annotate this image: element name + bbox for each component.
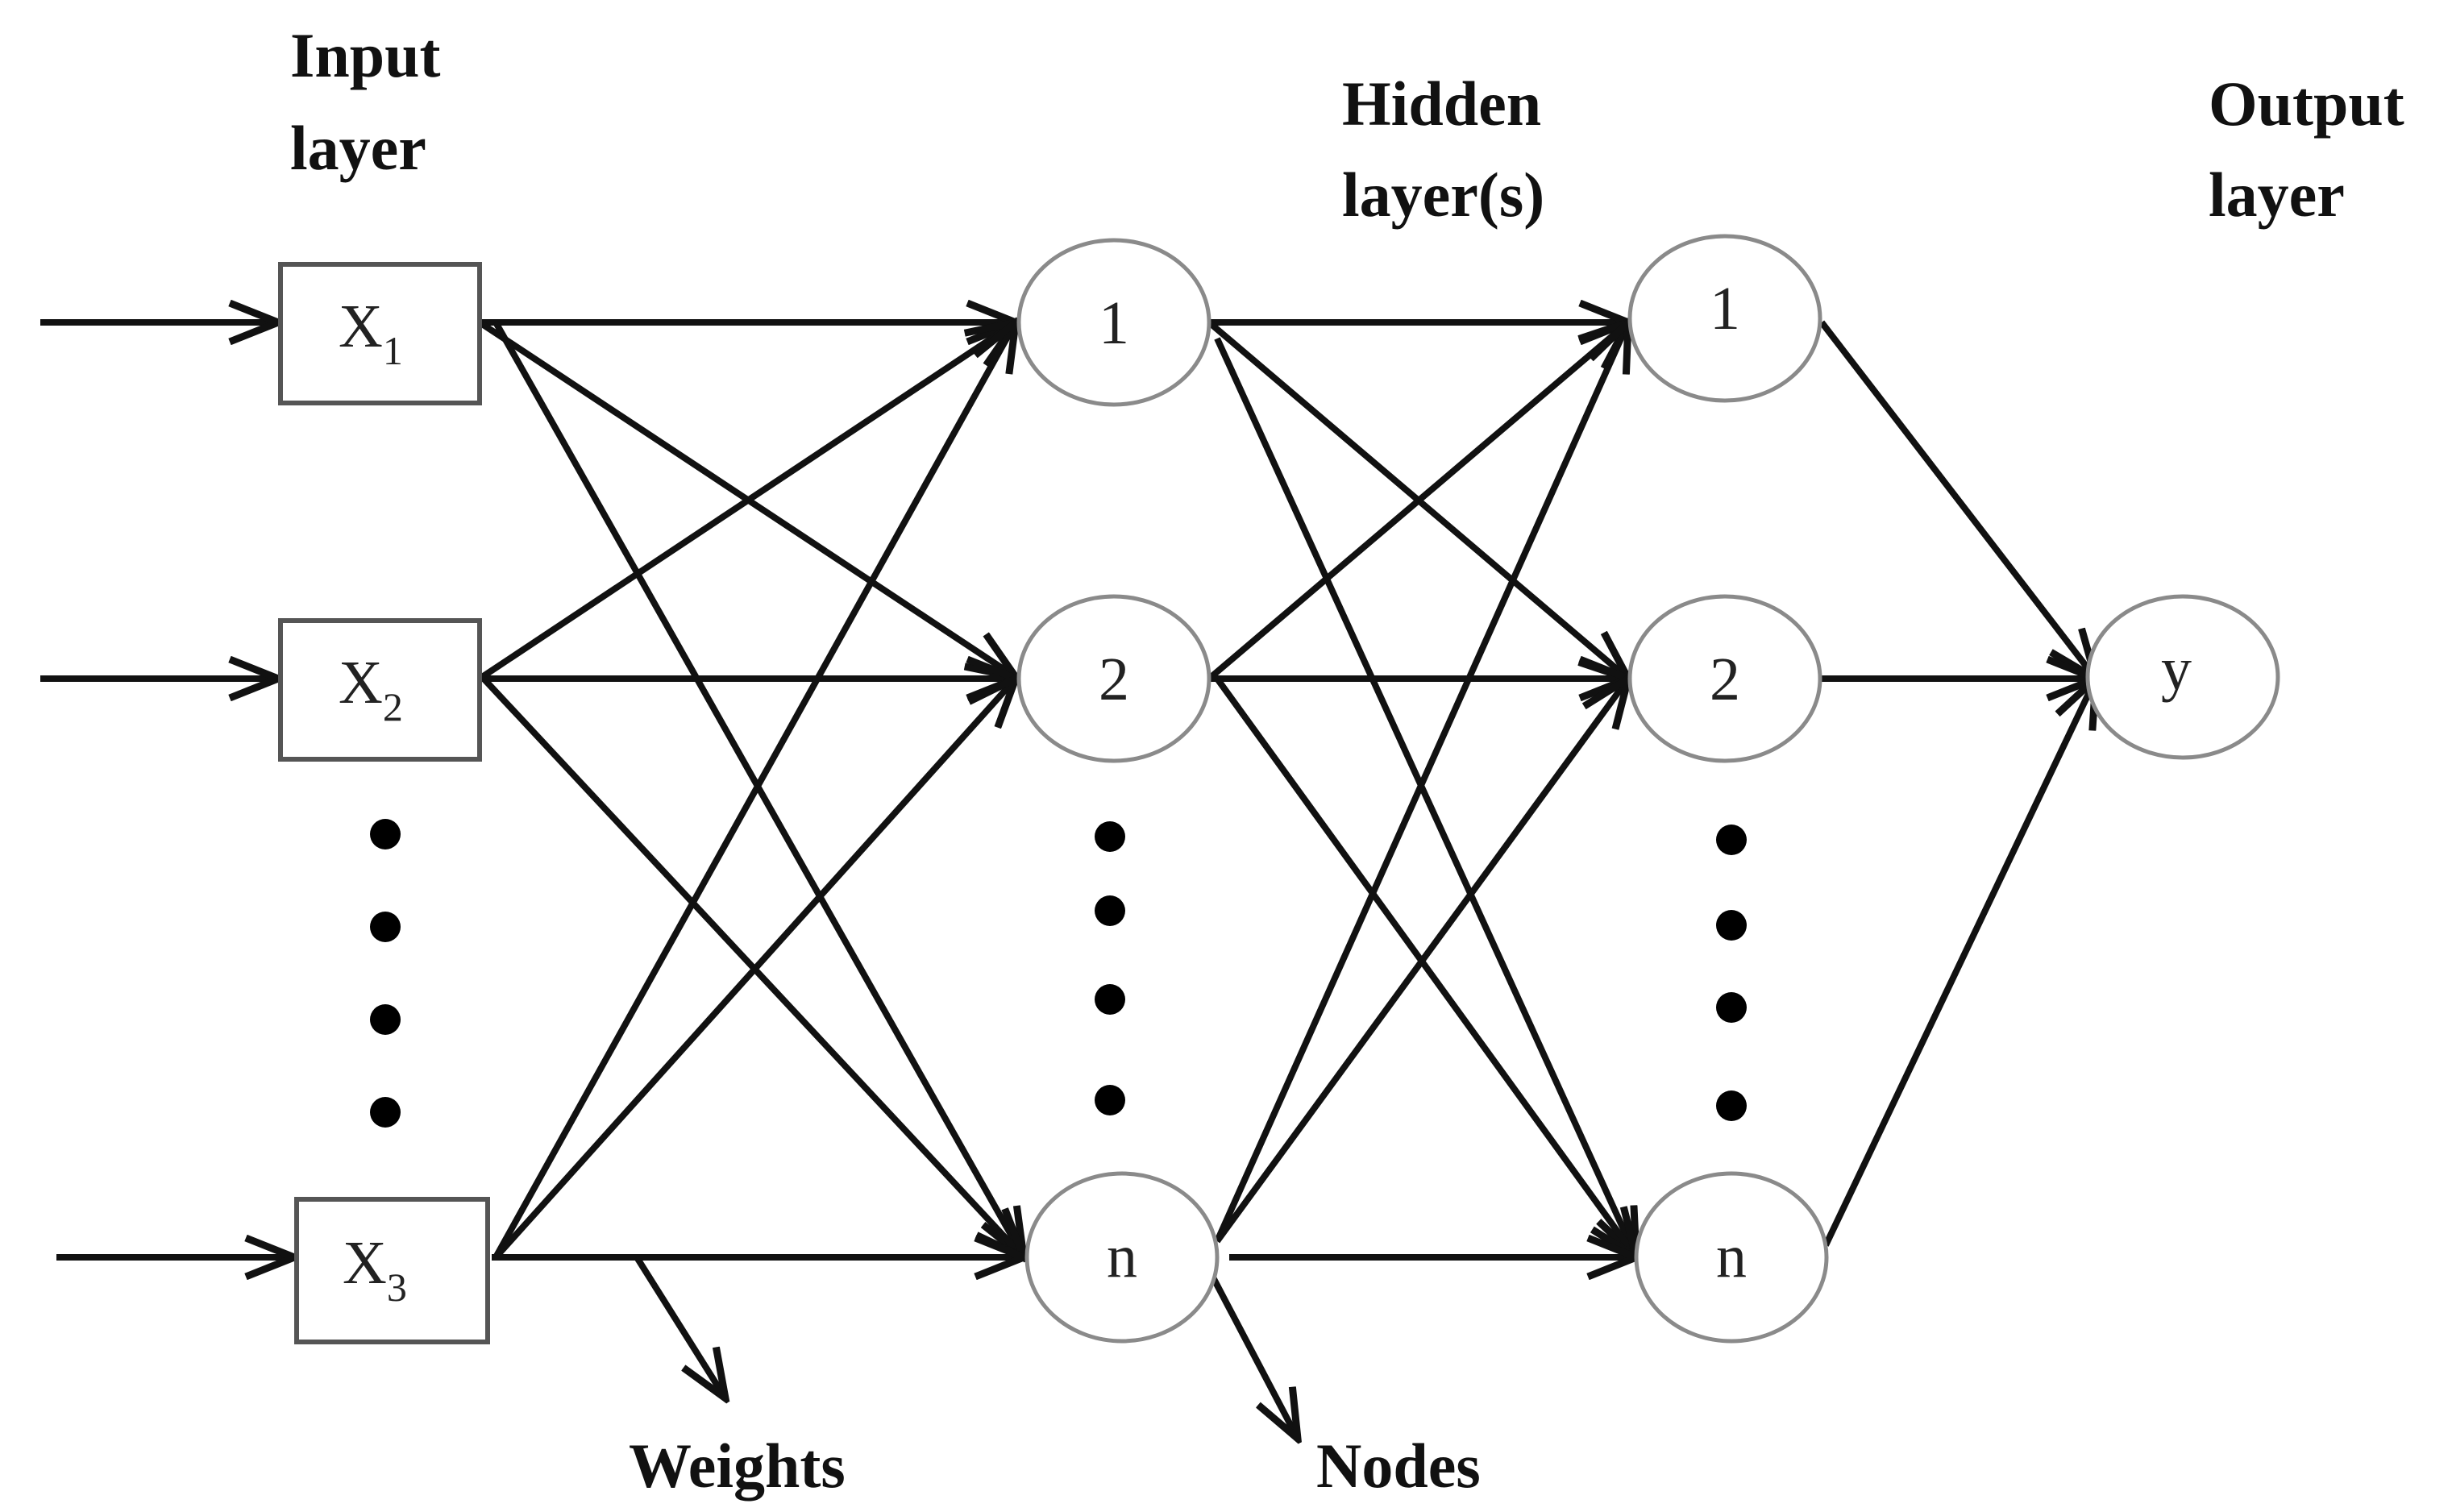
input-node-x1: X1 (278, 262, 482, 405)
input-box-x1 (278, 262, 482, 405)
edge-h2-n-y (1822, 679, 2096, 1247)
edge-h1-n-h2-2 (1214, 679, 1628, 1244)
input-label-x1: X1 (339, 293, 403, 373)
hidden1-node-1-label: 1 (1099, 289, 1129, 357)
edges-hidden2-to-output (1818, 320, 2096, 1247)
weights-label: Weights (629, 1431, 846, 1501)
edge-h2-1-y (1818, 320, 2096, 679)
hidden-layer-title-line1: Hidden (1342, 69, 1541, 139)
edge-h1-n-h2-1 (1214, 322, 1628, 1243)
hidden2-ellipsis-dots (1716, 825, 1747, 1121)
hidden1-node-n: n (1024, 1171, 1220, 1344)
nodes-callout-arrow (1210, 1276, 1298, 1439)
input-layer-title-line2: layer (290, 113, 426, 183)
hidden2-node-n: n (1634, 1171, 1829, 1344)
input-box-x3 (294, 1197, 490, 1344)
hidden2-node-2: 2 (1627, 594, 1822, 763)
weights-callout-arrow (634, 1255, 725, 1398)
input-ellipsis-dots (370, 819, 401, 1128)
hidden2-node-n-label: n (1716, 1223, 1747, 1290)
input-layer-title-line1: Input (290, 20, 440, 90)
nodes-label: Nodes (1316, 1431, 1481, 1501)
input-node-x3: X3 (294, 1197, 490, 1344)
input-node-x2: X2 (278, 618, 482, 762)
output-node-label: y (2161, 635, 2192, 703)
edge-h1-2-h2-1 (1207, 322, 1628, 682)
edges-hidden1-to-hidden2 (1207, 322, 1636, 1257)
edge-x3-h1-1 (492, 322, 1016, 1259)
hidden2-node-2-label: 2 (1710, 646, 1740, 713)
hidden1-node-n-label: n (1107, 1223, 1137, 1290)
edge-x1-h1-n (492, 321, 1024, 1257)
hidden2-node-1-label: 1 (1710, 275, 1740, 343)
hidden2-node-1: 1 (1627, 234, 1822, 403)
input-box-x2 (278, 618, 482, 762)
input-label-x3: X3 (343, 1229, 407, 1310)
hidden1-node-1: 1 (1016, 238, 1211, 407)
hidden1-node-2-label: 2 (1099, 646, 1129, 713)
output-layer-title-line1: Output (2209, 69, 2404, 139)
output-layer-title-line2: layer (2209, 160, 2345, 230)
input-label-x2: X2 (339, 649, 403, 729)
hidden-layer-title-line2: layer(s) (1342, 160, 1544, 230)
edge-x2-h1-1 (477, 322, 1016, 682)
hidden1-ellipsis-dots (1095, 821, 1125, 1115)
edge-h1-2-h2-n (1214, 676, 1636, 1257)
output-node-y: y (2085, 594, 2280, 760)
hidden1-node-2: 2 (1016, 594, 1211, 763)
edge-h1-1-h2-n (1214, 337, 1636, 1257)
edges-input-to-hidden1 (477, 321, 1024, 1260)
edge-x3-h1-2 (493, 679, 1016, 1260)
